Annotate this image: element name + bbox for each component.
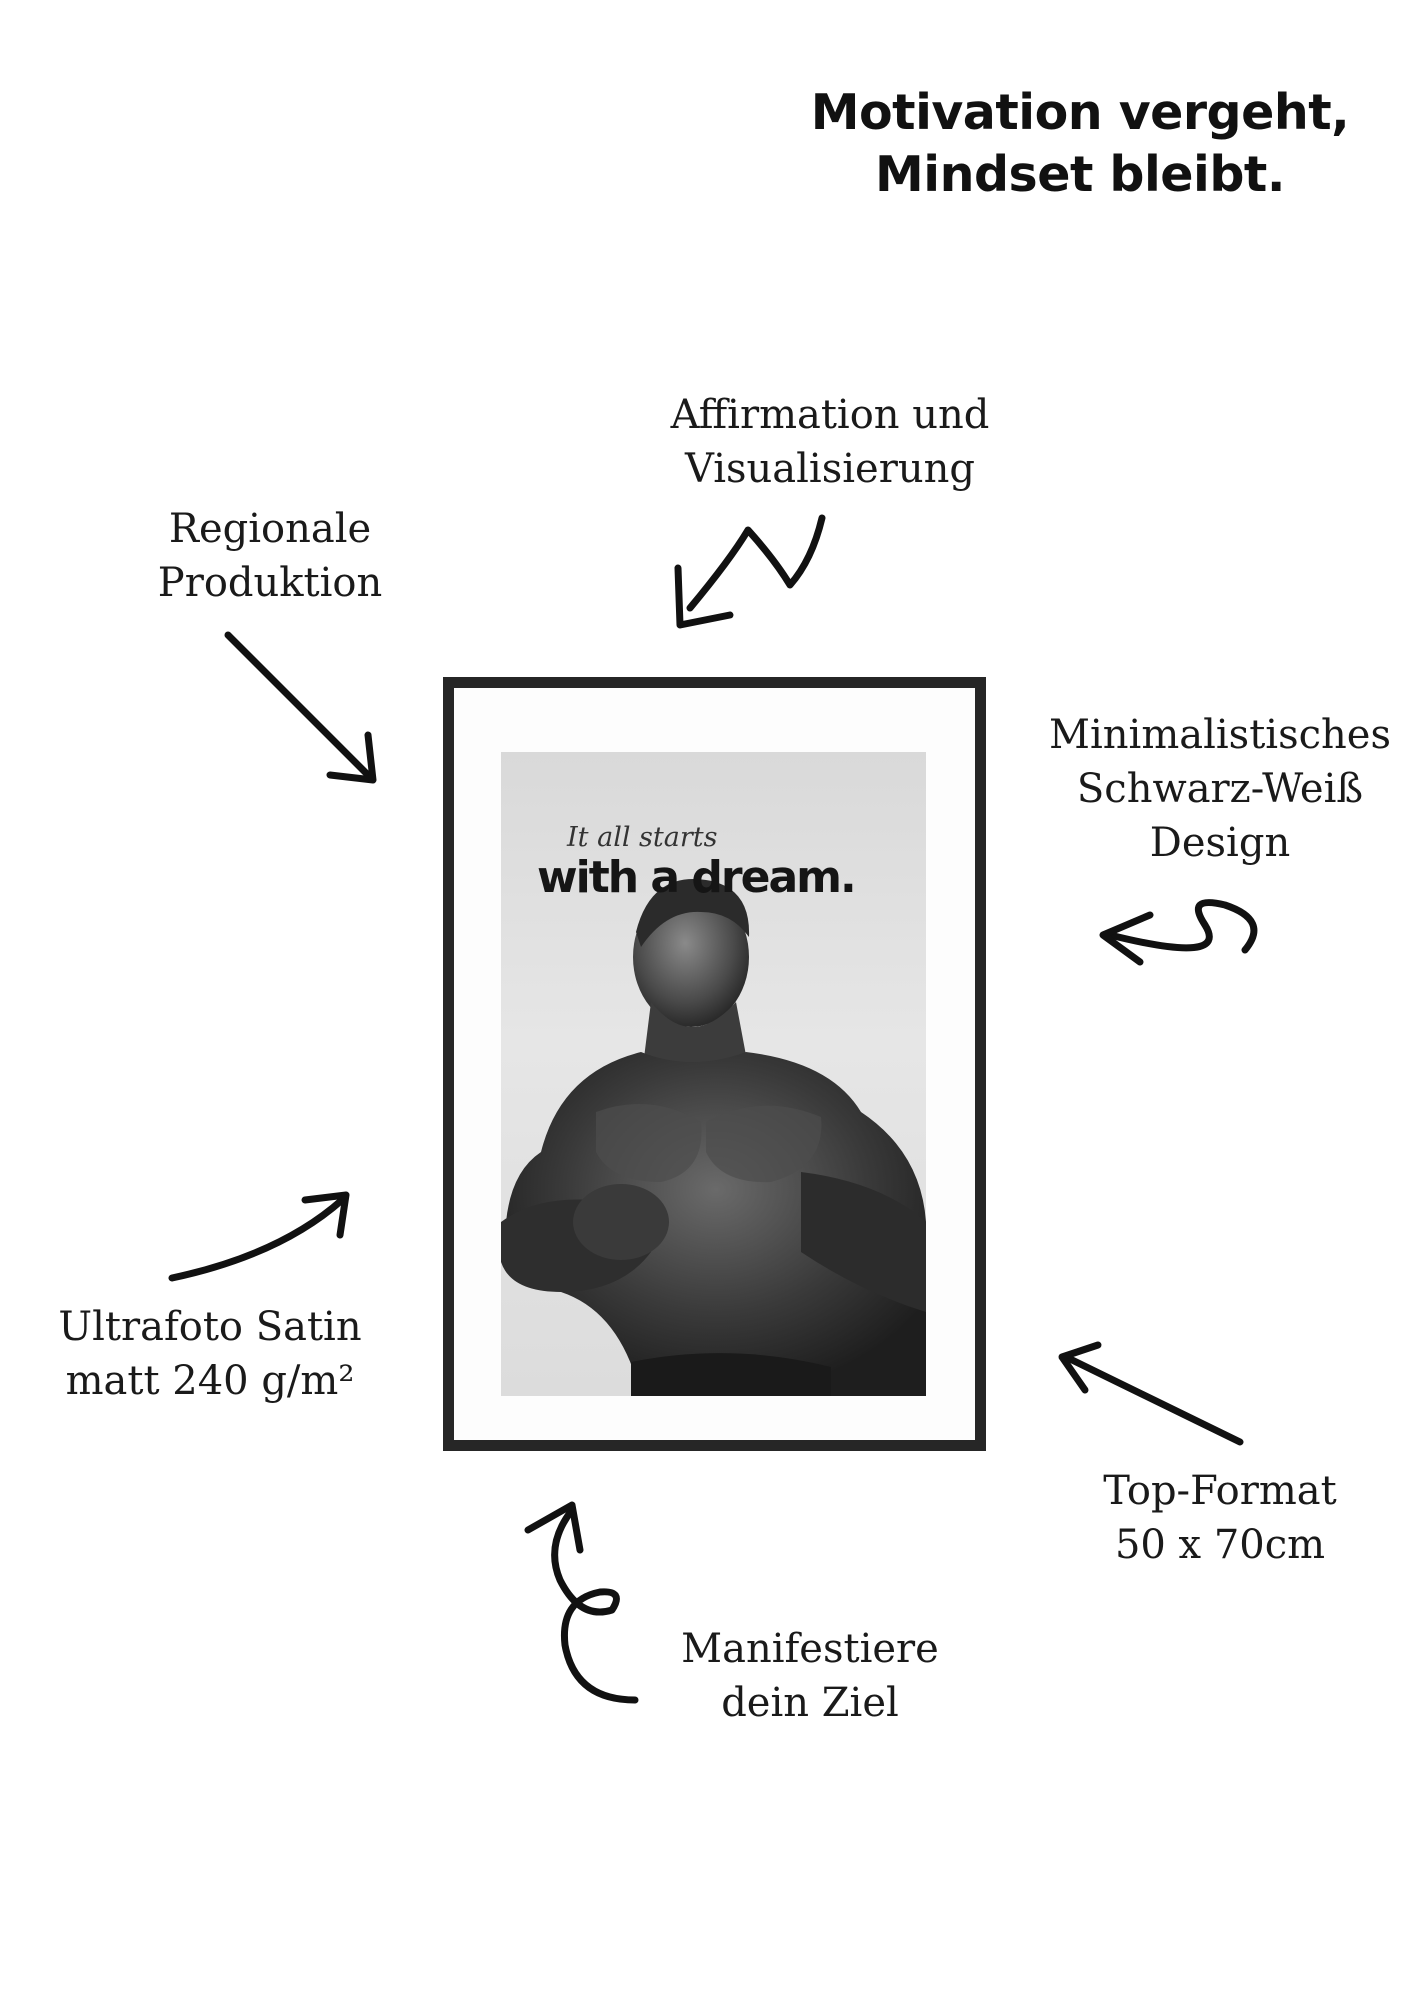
poster-subtitle: It all starts: [567, 822, 718, 853]
poster-frame: It all starts with a dream.: [443, 677, 986, 1451]
feature-affirmation-line-1: Affirmation und: [670, 392, 990, 438]
affirmation-arrow-head: [674, 564, 734, 629]
feature-paper-line-1: Ultrafoto Satin: [58, 1304, 362, 1350]
feature-manifest-line-2: dein Ziel: [721, 1680, 899, 1726]
feature-manifest-line-1: Manifestiere: [681, 1626, 939, 1672]
format-arrow-head: [1058, 1341, 1102, 1394]
regional-arrow: [224, 631, 372, 779]
headline: Motivation vergeht, Mindset bleibt.: [780, 82, 1380, 206]
regional-arrow-head: [326, 731, 377, 784]
minimal-arrow-head: [1099, 911, 1154, 966]
manifest-arrow-head: [524, 1501, 584, 1554]
feature-minimal-line-1: Minimalistisches: [1049, 712, 1391, 758]
feature-minimal-line-2: Schwarz-Weiß: [1076, 766, 1364, 812]
feature-format-line-1: Top-Format: [1103, 1468, 1337, 1514]
manifest-arrow: [551, 1506, 639, 1704]
feature-regional: Regionale Produktion: [90, 502, 450, 610]
headline-line-1: Motivation vergeht,: [810, 84, 1350, 141]
format-arrow: [1064, 1354, 1244, 1446]
poster-image: It all starts with a dream.: [501, 752, 926, 1396]
feature-minimal: Minimalistisches Schwarz-Weiß Design: [1030, 708, 1410, 870]
feature-minimal-line-3: Design: [1149, 820, 1291, 866]
paper-arrow-head: [301, 1191, 350, 1239]
minimal-arrow: [1106, 899, 1258, 954]
feature-paper-line-2: matt 240 g/m²: [65, 1358, 355, 1404]
feature-regional-line-1: Regionale: [168, 506, 372, 552]
feature-format: Top-Format 50 x 70cm: [1050, 1464, 1390, 1572]
affirmation-arrow: [686, 514, 826, 612]
feature-regional-line-2: Produktion: [157, 560, 383, 606]
feature-manifest: Manifestiere dein Ziel: [630, 1622, 990, 1730]
poster-title: with a dream.: [537, 852, 857, 903]
feature-format-line-2: 50 x 70cm: [1114, 1522, 1326, 1568]
headline-line-2: Mindset bleibt.: [875, 146, 1285, 203]
paper-arrow: [168, 1196, 346, 1282]
bodybuilder-figure: [501, 879, 926, 1396]
feature-affirmation: Affirmation und Visualisierung: [630, 388, 1030, 496]
feature-affirmation-line-2: Visualisierung: [685, 446, 975, 492]
feature-paper: Ultrafoto Satin matt 240 g/m²: [20, 1300, 400, 1408]
